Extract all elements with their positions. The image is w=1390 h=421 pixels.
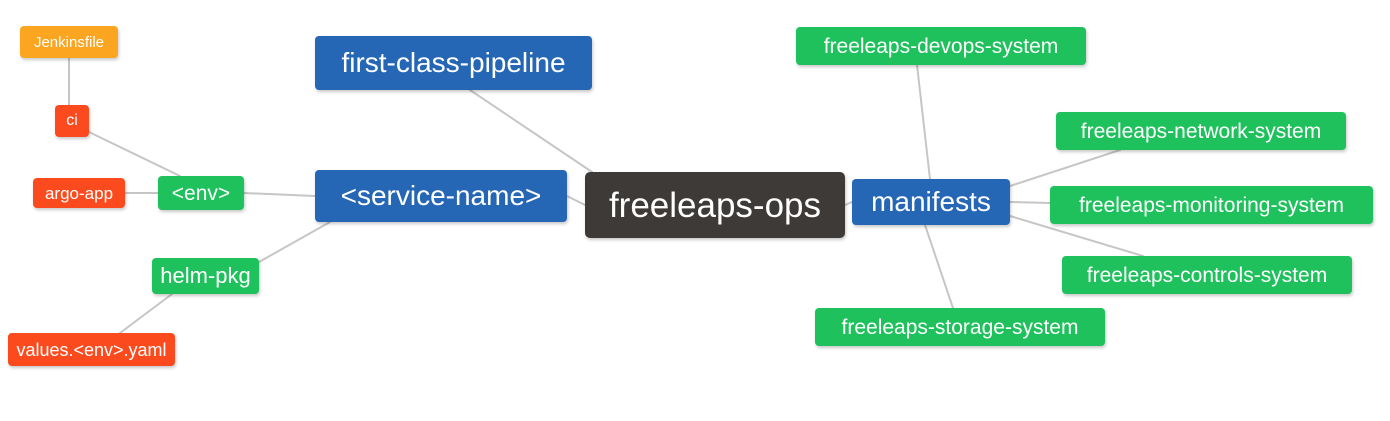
- node-label: freeleaps-storage-system: [841, 315, 1079, 339]
- node-argoapp[interactable]: argo-app: [33, 178, 125, 208]
- node-network[interactable]: freeleaps-network-system: [1056, 112, 1346, 150]
- node-monitoring[interactable]: freeleaps-monitoring-system: [1050, 186, 1373, 224]
- node-helm[interactable]: helm-pkg: [152, 258, 259, 294]
- node-label: freeleaps-monitoring-system: [1079, 193, 1344, 217]
- node-pipeline[interactable]: first-class-pipeline: [315, 36, 592, 90]
- node-env[interactable]: <env>: [158, 176, 244, 210]
- node-label: freeleaps-ops: [608, 185, 822, 225]
- node-label: ci: [66, 112, 78, 129]
- node-manifests[interactable]: manifests: [852, 179, 1010, 225]
- edge-root-to-service: [566, 195, 586, 206]
- edge-manifests-to-storage: [924, 224, 954, 309]
- node-storage[interactable]: freeleaps-storage-system: [815, 308, 1105, 346]
- node-label: freeleaps-controls-system: [1086, 263, 1328, 287]
- node-label: freeleaps-network-system: [1080, 119, 1322, 143]
- node-label: Jenkinsfile: [33, 33, 105, 51]
- edge-service-to-helm: [258, 221, 331, 263]
- node-root[interactable]: freeleaps-ops: [585, 172, 845, 238]
- edge-helm-to-valuesyaml: [119, 293, 173, 334]
- node-label: first-class-pipeline: [341, 47, 566, 78]
- node-label: helm-pkg: [160, 263, 251, 288]
- node-devops[interactable]: freeleaps-devops-system: [796, 27, 1086, 65]
- node-label: <env>: [171, 181, 231, 205]
- edge-service-to-env: [243, 192, 316, 197]
- node-controls[interactable]: freeleaps-controls-system: [1062, 256, 1352, 294]
- node-valuesyaml[interactable]: values.<env>.yaml: [8, 333, 175, 366]
- edge-root-to-pipeline: [469, 89, 593, 173]
- edge-env-to-ci: [88, 131, 181, 177]
- edge-manifests-to-monitoring: [1009, 201, 1051, 204]
- node-label: manifests: [871, 186, 991, 217]
- node-service[interactable]: <service-name>: [315, 170, 567, 222]
- edge-manifests-to-devops: [916, 64, 931, 180]
- node-label: values.<env>.yaml: [16, 339, 167, 360]
- node-label: argo-app: [44, 183, 114, 203]
- node-label: freeleaps-devops-system: [823, 34, 1059, 58]
- edge-root-to-manifests: [844, 201, 853, 206]
- node-label: <service-name>: [340, 180, 542, 211]
- node-ci[interactable]: ci: [55, 105, 89, 137]
- edge-manifests-to-network: [1009, 149, 1121, 187]
- node-jenkinsfile[interactable]: Jenkinsfile: [20, 26, 118, 58]
